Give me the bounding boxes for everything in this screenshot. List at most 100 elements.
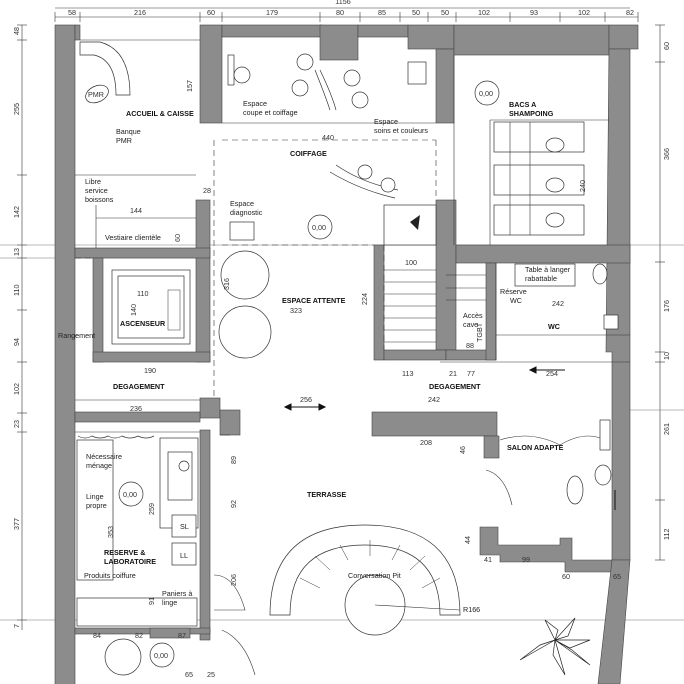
dim-110: 110 [137, 289, 148, 298]
label-linge-2: propre [86, 501, 107, 510]
dim-top-12: 82 [626, 8, 634, 17]
dim-top-4: 179 [266, 8, 278, 17]
dim-88: 88 [466, 341, 474, 350]
label-vestiaire: Vestiaire clientèle [105, 233, 161, 242]
label-acces-1: Accès [463, 311, 483, 320]
label-espace-attente: ESPACE ATTENTE [282, 296, 346, 305]
diagnostic-desk [229, 221, 255, 241]
label-accueil: ACCUEIL & CAISSE [126, 109, 194, 118]
level-value-3: 0,00 [123, 490, 137, 499]
label-acces-2: cave [463, 320, 478, 329]
wall-bottom-door [149, 627, 191, 639]
wall-coiffage-left [199, 24, 223, 124]
wall-right-outer [605, 48, 631, 561]
dim-right-4: 10 [662, 352, 671, 360]
wc-furniture [514, 263, 619, 330]
wall-tgbt-right [485, 262, 497, 361]
dim-left-2: 255 [12, 103, 21, 115]
shampoo-basins [493, 121, 585, 236]
dim-92: 92 [229, 500, 238, 508]
dim-left-10: 7 [12, 624, 21, 628]
basin-cabinet-1 [493, 121, 585, 153]
basin-cabinet-3 [493, 204, 585, 236]
label-ll: LL [180, 551, 188, 560]
label-salon-adapte: SALON ADAPTE [507, 443, 564, 452]
dim-113: 113 [402, 369, 413, 378]
level-values: 0,00 0,00 0,00 0,00 [123, 89, 493, 660]
dim-82: 82 [135, 631, 143, 640]
dim-144: 144 [130, 206, 142, 215]
wall-terrasse-left-top [219, 409, 241, 436]
dim-top-11: 102 [578, 8, 590, 17]
curved-counter-2 [319, 69, 337, 111]
dim-left-4: 13 [12, 248, 21, 256]
cabinet [407, 61, 427, 85]
wall-ascenseur-right [195, 199, 211, 363]
dim-60: 60 [173, 234, 182, 242]
chair-3 [291, 79, 309, 97]
waiting-seat-2 [218, 305, 272, 359]
dim-254: 254 [546, 369, 558, 378]
dim-190: 190 [144, 366, 156, 375]
dim-256: 256 [300, 395, 312, 404]
wall-ascenseur-bottom [92, 351, 211, 363]
right-dimension-chain: 60 366 176 10 261 112 [655, 24, 671, 561]
wall-reserve-right [199, 429, 211, 641]
dim-top-10: 93 [530, 8, 538, 17]
dim-259: 259 [147, 503, 156, 515]
wall-stair-left [373, 244, 385, 361]
label-paniers-1: Paniers à [162, 589, 192, 598]
door-bottom [221, 629, 256, 676]
dim-87: 87 [178, 631, 186, 640]
chair-1 [233, 66, 251, 84]
dim-right-2: 366 [662, 148, 671, 160]
dim-353: 353 [106, 526, 115, 538]
label-libre-2: service [85, 186, 108, 195]
dashed-zones [75, 139, 437, 400]
curtain-top [77, 435, 155, 439]
dim-left-1: 48 [12, 27, 21, 35]
reception-desk: PMR [79, 41, 131, 104]
room-labels: ACCUEIL & CAISSE Banque PMR Libre servic… [58, 99, 571, 614]
wall-ascenseur-top [74, 247, 211, 259]
dim-60b: 60 [562, 572, 570, 581]
chair-4 [343, 69, 361, 87]
sink [167, 451, 193, 501]
label-reserve-wc-1: Réserve [500, 287, 527, 296]
dim-65: 65 [185, 670, 193, 679]
dim-left-8: 23 [12, 420, 21, 428]
dim-top-5: 80 [336, 8, 344, 17]
salon-basin [594, 464, 612, 486]
label-linge-1: Linge [86, 492, 104, 501]
wall-bottom-left [74, 627, 211, 635]
wall-bacs-left [435, 48, 455, 124]
left-dimension-chain: 48 255 142 13 110 94 102 23 377 7 [12, 24, 27, 630]
label-reserve-lab-2: LABORATOIRE [104, 557, 156, 566]
label-reserve-lab-1: RESERVE & [104, 548, 145, 557]
round-table [104, 638, 142, 676]
dim-28: 28 [203, 186, 211, 195]
chair-6 [357, 164, 373, 180]
dim-top-1: 58 [68, 8, 76, 17]
dim-65b: 65 [613, 572, 621, 581]
stair-arrow-icon [410, 215, 420, 230]
wall-top-right-corner [608, 24, 639, 50]
shelf-bottom [76, 597, 198, 627]
toilet-1 [592, 263, 608, 285]
dim-left-3: 142 [12, 206, 21, 218]
level-value-1: 0,00 [479, 89, 493, 98]
label-degagement-right: DEGAGEMENT [429, 382, 481, 391]
dim-89: 89 [229, 456, 238, 464]
level-marker-2 [307, 214, 333, 240]
door-salon [485, 469, 513, 506]
dim-21: 21 [449, 369, 457, 378]
pit-bench [269, 524, 461, 616]
dim-240: 240 [578, 180, 587, 192]
label-necessaire-2: ménage [86, 461, 112, 470]
wall-stair-bottom [383, 349, 447, 361]
dim-left-9: 377 [12, 518, 21, 530]
dim-right-6: 112 [662, 529, 671, 540]
label-reserve-wc-2: WC [510, 296, 522, 305]
label-necessaire-1: Nécessaire [86, 452, 122, 461]
